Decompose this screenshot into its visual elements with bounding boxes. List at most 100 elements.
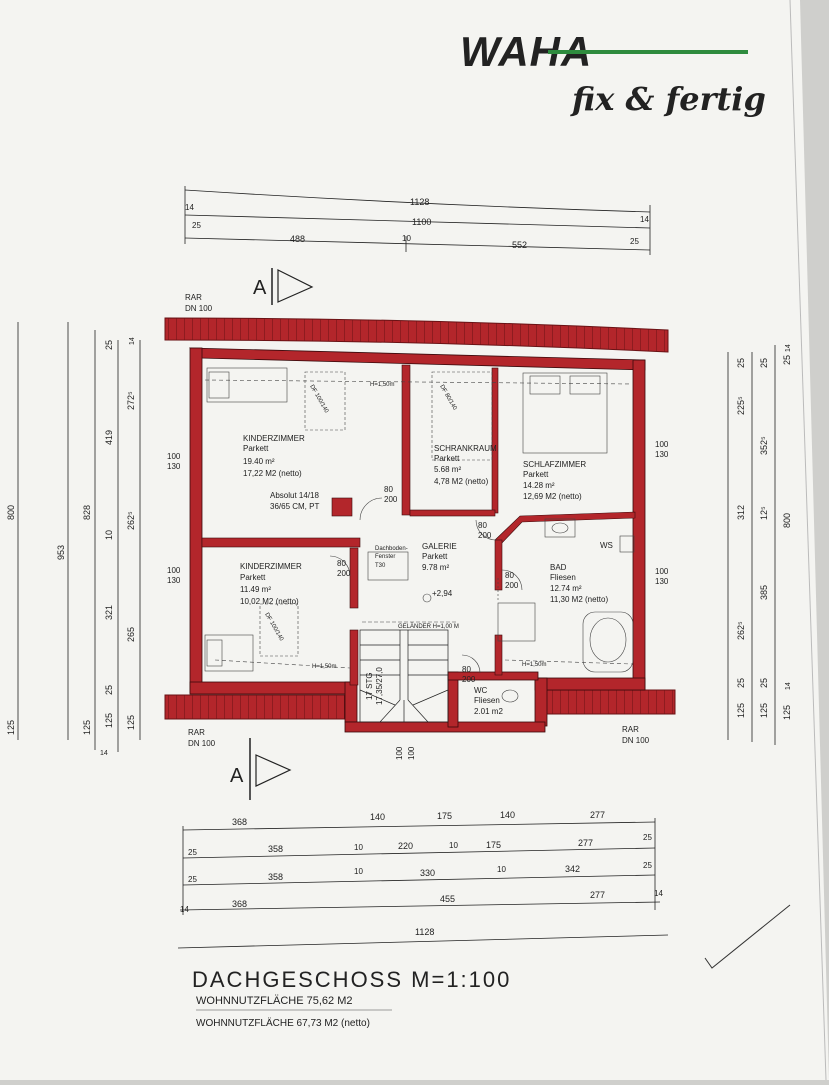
dim-right-312: 312	[736, 505, 746, 520]
dim-right-2625: 262⁵	[736, 621, 746, 640]
roof-label-bl-line1: RAR	[188, 728, 205, 737]
dim-bot-455: 455	[440, 894, 455, 904]
dim-bot-1128: 1128	[415, 927, 434, 937]
roof-tiles-bottom-right	[539, 689, 676, 715]
dim-left-953: 953	[56, 545, 66, 560]
dim-top-1128: 1128	[410, 197, 429, 207]
dim-left-125-outer: 125	[6, 720, 16, 735]
dim-bot-14b: 14	[654, 889, 663, 898]
dim-bot-368a: 368	[232, 817, 247, 827]
dim-bot-175a: 175	[437, 811, 452, 821]
dim-right-25c: 25	[782, 355, 792, 365]
dim-bot-220: 220	[398, 841, 413, 851]
dim-top-10: 10	[402, 234, 411, 243]
dim-bot-10b: 10	[449, 841, 458, 850]
dim-left-265: 265	[126, 627, 136, 642]
kinder1-name: KINDERZIMMER	[243, 434, 305, 443]
dim-right-14a: 14	[785, 344, 792, 352]
dim-left-828: 828	[82, 505, 92, 520]
dim-bot-25b: 25	[643, 833, 652, 842]
kinder2-net: 10,02 M2 (netto)	[240, 597, 299, 606]
dim-left-321: 321	[104, 605, 114, 620]
wc-area: 2.01 m2	[474, 707, 503, 716]
win-lb-h: 130	[167, 576, 181, 585]
schlaf-name: SCHLAFZIMMER	[523, 460, 586, 469]
win-lb-w: 100	[167, 566, 181, 575]
dim-right-2255: 225⁵	[736, 396, 746, 415]
staircase	[359, 629, 449, 723]
dim-left-800: 800	[6, 505, 16, 520]
dim-right-125c: 125	[782, 705, 792, 720]
wc-name: WC	[474, 686, 488, 695]
dim-left-2625: 262⁵	[126, 511, 136, 530]
section-label-top: A	[253, 277, 267, 299]
dim-bot-342: 342	[565, 864, 580, 874]
level-mark: +2,94	[432, 589, 453, 598]
dachboden-line2: Fenster	[375, 554, 395, 560]
dim-right-125b: 125	[759, 703, 769, 718]
win-rb-w: 100	[655, 567, 669, 576]
door5-w: 80	[462, 665, 471, 674]
dim-bot-277b: 277	[578, 838, 593, 848]
stair-door-h: 100	[407, 746, 416, 760]
dim-bot-330: 330	[420, 868, 435, 878]
stair-ratio: 17,35/27,0	[375, 667, 384, 705]
dim-bot-10c: 10	[354, 867, 363, 876]
ws-label: WS	[600, 541, 613, 550]
absolut-line2: 36/65 CM, PT	[270, 502, 319, 511]
dim-left-14-bottom: 14	[100, 750, 108, 757]
dim-right-14b: 14	[785, 682, 792, 690]
h150-bad: H=1,50m	[522, 662, 547, 668]
furniture	[204, 367, 635, 703]
win-rb-h: 130	[655, 577, 669, 586]
dim-right-25e: 25	[759, 358, 769, 368]
schlaf-floor: Parkett	[523, 470, 549, 479]
dachboden-line1: Dachboden-	[375, 546, 408, 552]
galerie-name: GALERIE	[422, 542, 457, 551]
dim-top-25: 25	[192, 221, 201, 230]
right-dimensions	[727, 345, 776, 745]
door1-w: 80	[384, 485, 393, 494]
dim-bot-368b: 368	[232, 899, 247, 909]
roof-label-top-line2: DN 100	[185, 304, 213, 313]
waha-logo: WAHA fix & fertig	[460, 28, 766, 118]
left-dimensions	[17, 322, 141, 752]
section-label-bottom: A	[230, 765, 244, 787]
roof-tiles-bottom-left	[164, 694, 346, 720]
schlaf-net: 12,69 M2 (netto)	[523, 492, 582, 501]
kinder2-area: 11.49 m²	[240, 585, 271, 594]
bottom-dimensions	[177, 818, 669, 949]
dim-bot-25d: 25	[643, 861, 652, 870]
dim-right-125a: 125	[736, 703, 746, 718]
door2-w: 80	[337, 559, 346, 568]
schrank-area: 5.68 m²	[434, 465, 461, 474]
win-lt-h: 130	[167, 462, 181, 471]
dim-bot-175b: 175	[486, 840, 501, 850]
dim-left-419: 419	[104, 430, 114, 445]
schrank-floor: Parkett	[434, 454, 460, 463]
gelaender-label: GELÄNDER H=1,00 M	[398, 623, 459, 630]
win-rt-h: 130	[655, 450, 669, 459]
dim-bot-140b: 140	[500, 810, 515, 820]
kinder1-floor: Parkett	[243, 444, 269, 453]
dim-top-14-right: 14	[640, 215, 649, 224]
schrank-name: SCHRANKRAUM	[434, 444, 497, 453]
roof-label-br-line1: RAR	[622, 725, 639, 734]
galerie-floor: Parkett	[422, 552, 448, 561]
door5-h: 200	[462, 675, 476, 684]
dim-top-552: 552	[512, 240, 527, 250]
h150-top: H=1,50m	[370, 382, 395, 388]
bad-net: 11,30 M2 (netto)	[550, 595, 608, 604]
dachboden-line3: T30	[375, 563, 386, 569]
dim-bot-277a: 277	[590, 810, 605, 820]
dim-top-14-left: 14	[185, 203, 194, 212]
section-marker-top: A	[253, 268, 314, 305]
schrank-net: 4,78 M2 (netto)	[434, 477, 489, 486]
dim-left-14-top: 14	[129, 337, 136, 345]
kinder2-name: KINDERZIMMER	[240, 562, 302, 571]
stair-label: 17 STG	[365, 672, 374, 700]
stair-door-w: 100	[395, 746, 404, 760]
